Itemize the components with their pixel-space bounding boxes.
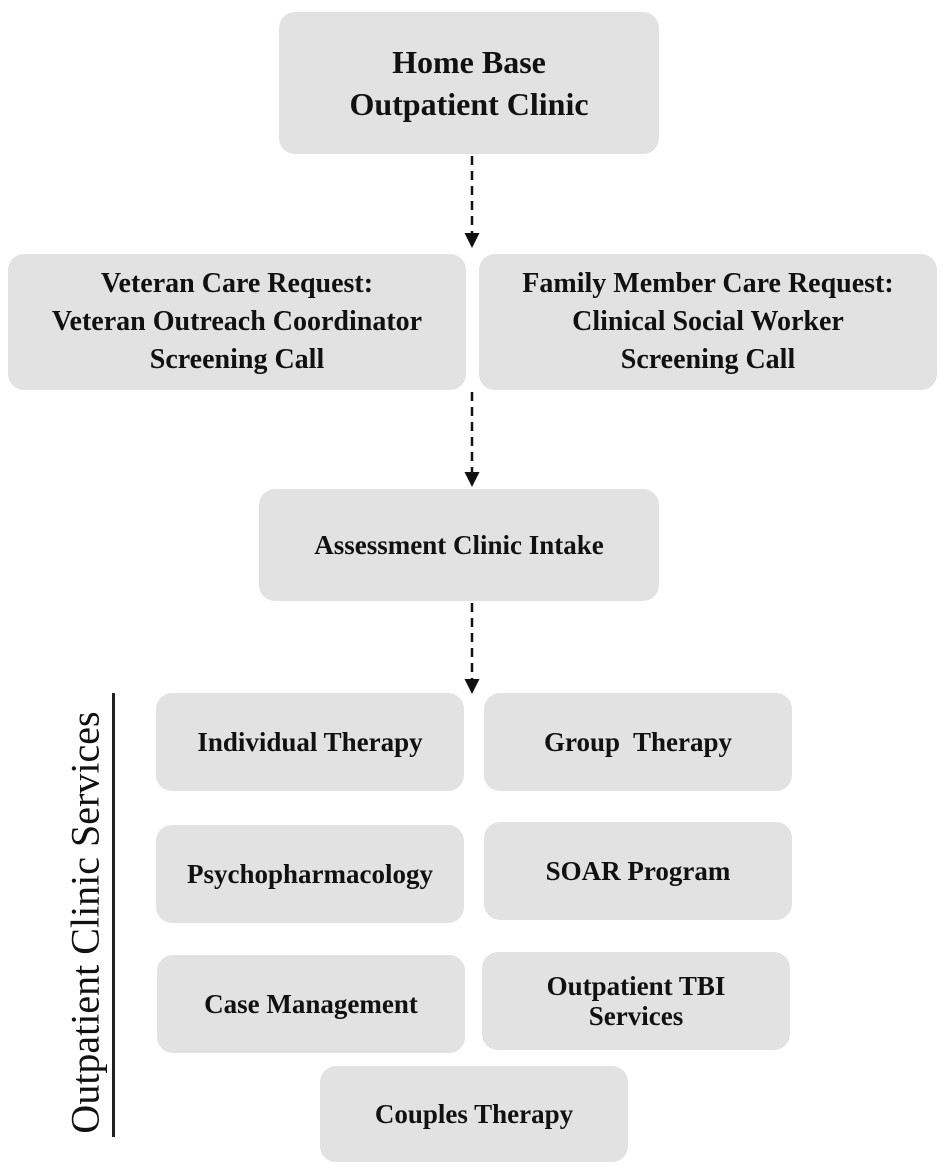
individual-therapy-label: Individual Therapy [197,727,423,757]
veteran-request-line-3: Screening Call [149,344,325,375]
soar-program-label: SOAR Program [545,856,731,886]
family-request-line-1: Family Member Care Request: [522,268,894,299]
individual-therapy-node: Individual Therapy [156,693,464,791]
home-base-line-1: Home Base [392,44,546,80]
veteran-care-request-node: Veteran Care Request: Veteran Outreach C… [8,254,466,390]
family-request-line-2: Clinical Social Worker [572,306,844,337]
case-management-node: Case Management [157,955,465,1053]
side-divider [112,693,115,1137]
side-label-text: Outpatient Clinic Services [62,711,108,1134]
group-therapy-label: Group Therapy [543,727,733,757]
outpatient-tbi-services-node: Outpatient TBI Services [482,952,790,1050]
outpatient-tbi-line-1: Outpatient TBI [546,971,726,1001]
home-base-node: Home Base Outpatient Clinic [279,12,659,154]
case-management-label: Case Management [204,989,418,1019]
outpatient-tbi-line-2: Services [588,1001,684,1031]
family-member-care-request-node: Family Member Care Request: Clinical Soc… [479,254,937,390]
home-base-line-2: Outpatient Clinic [349,86,589,122]
psychopharmacology-node: Psychopharmacology [156,825,464,923]
veteran-request-line-2: Veteran Outreach Coordinator [51,306,423,337]
group-therapy-node: Group Therapy [484,693,792,791]
family-request-line-3: Screening Call [620,344,796,375]
soar-program-node: SOAR Program [484,822,792,920]
assessment-line-1: Assessment Clinic Intake [314,530,604,560]
assessment-clinic-intake-node: Assessment Clinic Intake [259,489,659,601]
psychopharmacology-label: Psychopharmacology [187,859,433,889]
couples-therapy-node: Couples Therapy [320,1066,628,1162]
veteran-request-line-1: Veteran Care Request: [100,268,374,299]
couples-therapy-label: Couples Therapy [374,1099,574,1129]
